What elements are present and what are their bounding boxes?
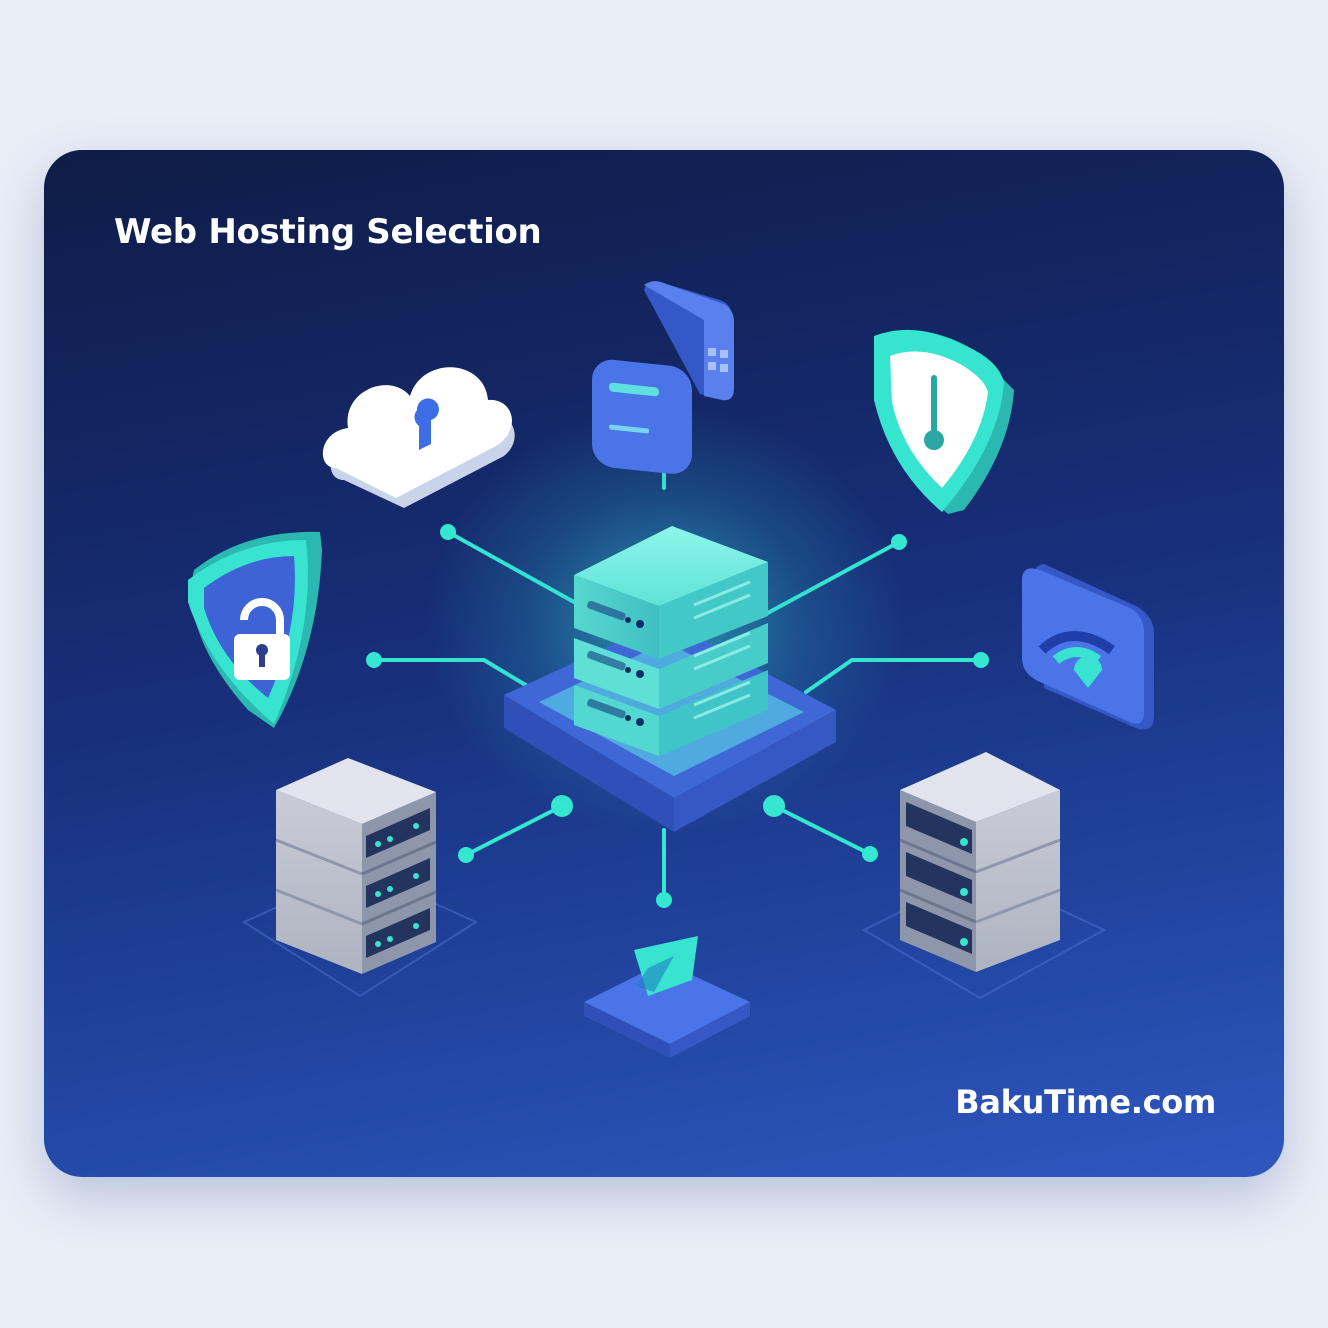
connector-dot: [366, 652, 382, 668]
cloud-lock-icon: [322, 367, 515, 508]
hosting-diagram: [188, 281, 1154, 1058]
page-title: Web Hosting Selection: [114, 212, 542, 252]
connector-dot: [973, 652, 989, 668]
server-rack-icon: [861, 752, 1107, 1000]
lightning-tile-icon: [584, 936, 750, 1058]
connector-dot: [862, 846, 878, 862]
server-rack-icon: [241, 758, 479, 998]
wifi-signal-icon: [1022, 564, 1154, 730]
connector-lower-right: [772, 804, 872, 856]
connector-dot: [656, 892, 672, 908]
brand-watermark: BakuTime.com: [955, 1083, 1216, 1121]
connector-lower-left: [464, 804, 564, 857]
shield-gauge-icon: [874, 329, 1014, 514]
shield-lock-icon: [188, 531, 322, 728]
connector-dot: [458, 847, 474, 863]
diagram-card: Web Hosting Selection BakuTime.com: [44, 150, 1284, 1177]
server-stack-icon: [426, 405, 906, 835]
connector-dot: [891, 534, 907, 550]
storage-card-icon: [592, 281, 734, 474]
